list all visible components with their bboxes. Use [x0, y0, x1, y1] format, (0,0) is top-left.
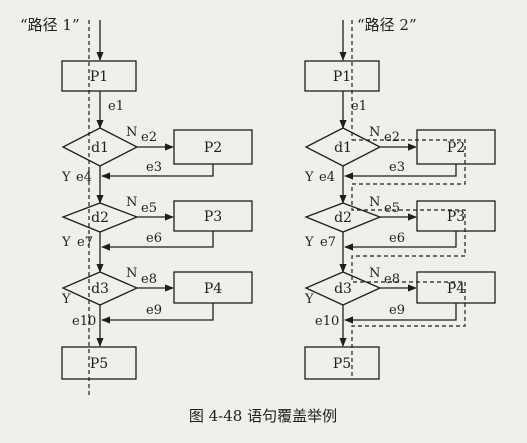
node-d2-label: d2: [91, 210, 109, 226]
node-p4-label: P4: [447, 281, 465, 297]
branch-n-d1: N: [126, 125, 137, 140]
edge-e1-label: e1: [351, 99, 367, 114]
branch-y-d2: Y: [304, 235, 314, 250]
node-p2-label: P2: [204, 140, 222, 156]
edge-e6-label: e6: [389, 231, 405, 246]
branch-n-d1: N: [369, 125, 380, 140]
edge-e7-label: e7: [77, 235, 93, 250]
process-p4: [173, 271, 253, 304]
decision-d2: [61, 202, 139, 233]
process-p1: [304, 60, 380, 92]
process-p4: [416, 271, 496, 304]
node-p2-label: P2: [447, 140, 465, 156]
branch-n-d2: N: [369, 195, 380, 210]
edge-e8-label: e8: [141, 272, 157, 287]
edge-e6-line: [101, 231, 214, 251]
process-p3: [173, 200, 253, 232]
edge-e9-line: [101, 303, 214, 324]
process-p1: [61, 60, 137, 92]
edge-e3-line: [344, 164, 457, 180]
decision-d3: [304, 271, 382, 306]
left-flowchart: “路径 1” P1 d1 P2 d2 P3 d3 P4 P5 e1 e2 e3 …: [20, 16, 253, 395]
edge-e3-label: e3: [146, 160, 162, 175]
process-p5: [61, 346, 137, 380]
branch-n-d2: N: [126, 195, 137, 210]
branch-y-d3: Y: [61, 292, 71, 307]
node-p5-label: P5: [333, 356, 351, 372]
path-2-label: “路径 2”: [357, 16, 417, 34]
process-p2: [416, 129, 496, 165]
edge-e4-label: e4: [319, 170, 335, 185]
decision-d2: [304, 202, 382, 233]
node-p1-label: P1: [90, 69, 108, 85]
edge-e2-label: e2: [384, 130, 400, 145]
edge-e8-label: e8: [384, 272, 400, 287]
decision-d1: [61, 127, 139, 167]
node-d3-label: d3: [334, 281, 352, 297]
node-p1-label: P1: [333, 69, 351, 85]
decision-d3: [61, 271, 139, 306]
figure-caption: 图 4-48 语句覆盖举例: [189, 407, 337, 425]
edge-e9-line: [344, 303, 457, 324]
node-d3-label: d3: [91, 281, 109, 297]
branch-y-d3: Y: [304, 292, 314, 307]
node-p4-label: P4: [204, 281, 222, 297]
edge-e6-line: [344, 231, 457, 251]
edge-e6-label: e6: [146, 231, 162, 246]
path-1-label: “路径 1”: [20, 16, 80, 34]
edge-e7-label: e7: [320, 235, 336, 250]
edge-e10-label: e10: [72, 314, 96, 329]
node-d1-label: d1: [334, 140, 352, 156]
edge-e5-label: e5: [141, 201, 157, 216]
edge-e10-label: e10: [315, 314, 339, 329]
branch-y-d1: Y: [304, 170, 314, 185]
path-2-dashed-route: [351, 20, 466, 378]
node-p3-label: P3: [204, 209, 222, 225]
node-p3-label: P3: [447, 209, 465, 225]
node-d1-label: d1: [91, 140, 109, 156]
branch-n-d3: N: [126, 266, 137, 281]
branch-n-d3: N: [369, 266, 380, 281]
node-d2-label: d2: [334, 210, 352, 226]
process-p5: [304, 346, 380, 380]
process-p2: [173, 129, 253, 165]
edge-e2-label: e2: [141, 130, 157, 145]
edge-e3-label: e3: [389, 160, 405, 175]
branch-y-d1: Y: [61, 170, 71, 185]
right-flowchart: “路径 2” P1 d1 P2 d2 P3 d3 P4 P5 e1 e2 e3 …: [304, 16, 496, 380]
branch-y-d2: Y: [61, 235, 71, 250]
edge-e3-line: [101, 164, 214, 180]
process-p3: [416, 200, 496, 232]
edge-e9-label: e9: [389, 303, 405, 318]
edge-e4-label: e4: [76, 170, 92, 185]
node-p5-label: P5: [90, 356, 108, 372]
edge-e9-label: e9: [146, 303, 162, 318]
decision-d1: [304, 127, 382, 167]
edge-e5-label: e5: [384, 201, 400, 216]
edge-e1-label: e1: [108, 99, 124, 114]
